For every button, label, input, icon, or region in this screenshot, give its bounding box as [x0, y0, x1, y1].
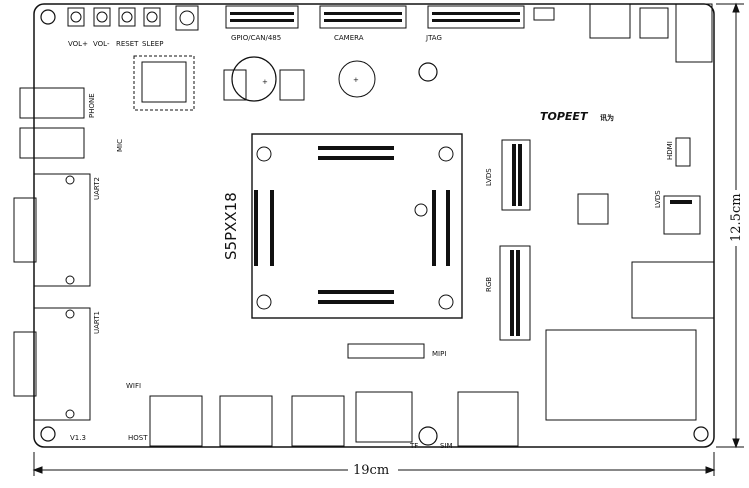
core-board — [251, 133, 463, 319]
label-sim: SIM — [440, 442, 453, 450]
label-hdmi: HDMI — [666, 141, 674, 160]
label-tf: TF — [409, 442, 418, 450]
battery-holder-right — [279, 69, 305, 101]
rtc-battery — [231, 56, 277, 102]
label-rgb: RGB — [485, 277, 493, 292]
top-buttons — [67, 5, 199, 31]
label-wifi: WIFI — [126, 382, 141, 390]
label-phone: PHONE — [88, 93, 96, 118]
label-host: HOST — [128, 434, 148, 442]
label-vol-plus: VOL+ — [68, 40, 88, 48]
orientation-arrow-icon — [414, 203, 428, 217]
label-reset: RESET — [116, 40, 139, 48]
mipi-connector — [347, 343, 425, 359]
header-pins — [230, 12, 520, 22]
brand-logo: TOPEET — [540, 110, 589, 123]
mounting-holes — [40, 9, 709, 446]
top-headers — [225, 3, 713, 63]
label-uart1: UART1 — [93, 311, 101, 334]
label-camera: CAMERA — [334, 34, 364, 42]
width-label: 19cm — [353, 463, 389, 478]
label-version: V1.3 — [70, 434, 86, 442]
battery-holder — [223, 69, 247, 101]
label-mic: MIC — [116, 139, 124, 152]
wifi-module — [141, 61, 187, 103]
buzzer-plus: + — [353, 76, 359, 84]
tf-slot — [355, 391, 413, 443]
core-board-holes — [256, 146, 454, 310]
label-uart2: UART2 — [93, 177, 101, 200]
wifi-module-outline — [133, 55, 195, 111]
right-connectors — [499, 137, 715, 421]
label-lvds-center: LVDS — [485, 168, 493, 186]
audio-jacks — [19, 87, 85, 159]
brand-logo-cn: 讯为 — [600, 113, 614, 122]
battery-plus: + — [262, 78, 268, 86]
label-mipi: MIPI — [432, 350, 446, 358]
core-board-connectors — [254, 146, 450, 304]
sim-slot — [457, 391, 519, 447]
board-outline — [33, 3, 715, 448]
soc-label: S5PXX18 — [222, 192, 240, 260]
label-lvds-right: LVDS — [654, 190, 662, 208]
buzzer — [338, 60, 376, 98]
usb-host-connectors — [149, 395, 345, 447]
label-sleep: SLEEP — [142, 40, 163, 48]
label-jtag: JTAG — [425, 34, 442, 42]
uart-connectors — [13, 173, 91, 421]
width-label-bg — [348, 461, 398, 477]
right-connector-pins — [510, 144, 692, 336]
height-label-bg — [728, 190, 744, 246]
label-vol-minus: VOL- — [93, 40, 110, 48]
label-gpio: GPIO/CAN/485 — [231, 34, 281, 42]
height-label: 12.5cm — [729, 193, 744, 242]
